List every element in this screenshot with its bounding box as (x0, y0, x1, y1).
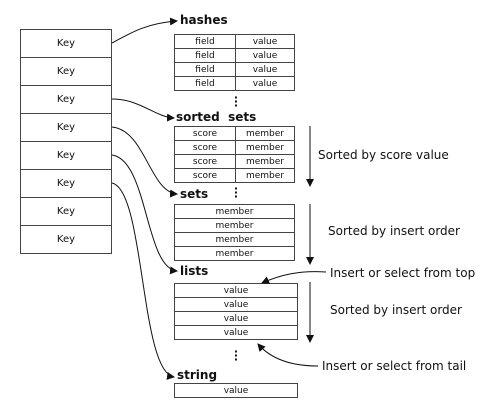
key-cell: Key (20, 85, 112, 114)
list-value-cell: value (174, 311, 298, 326)
insert-tail-arrow (257, 343, 319, 367)
key-cell: Key (20, 141, 112, 170)
hash-value-cell: value (235, 34, 295, 49)
set-member-cell: member (174, 232, 295, 247)
hash-field-cell: field (174, 76, 236, 91)
set-member-cell: member (174, 218, 295, 233)
list-value-cell: value (174, 297, 298, 312)
key-to-lists-arrow (111, 154, 178, 275)
key-cell: Key (20, 225, 112, 254)
hashes-title: hashes (180, 13, 228, 27)
key-to-sets-arrow (111, 126, 178, 198)
insert-top-note: Insert or select from top (330, 266, 476, 280)
set-member-cell: member (174, 204, 295, 219)
member-cell: member (235, 168, 295, 183)
hash-field-cell: field (174, 48, 236, 63)
key-to-sorted-sets-arrow (111, 98, 175, 122)
key-cell: Key (20, 29, 112, 58)
key-cell: Key (20, 197, 112, 226)
set-member-cell: member (174, 246, 295, 261)
string-value-cell: value (174, 383, 298, 398)
key-cell: Key (20, 169, 112, 198)
sorted-sets-title: sorted sets (176, 110, 257, 124)
string-title: string (177, 368, 218, 382)
key-cell: Key (20, 113, 112, 142)
score-cell: score (174, 126, 236, 141)
sorted-by-score-note: Sorted by score value (318, 148, 449, 162)
hash-value-cell: value (235, 62, 295, 77)
continuation-dots: ··· (233, 182, 239, 203)
member-cell: member (235, 126, 295, 141)
score-cell: score (174, 154, 236, 169)
list-value-cell: value (174, 325, 298, 340)
sets-title: sets (180, 187, 209, 201)
lists-title: lists (180, 264, 209, 278)
member-cell: member (235, 154, 295, 169)
continuation-dots: ··· (233, 91, 239, 112)
score-cell: score (174, 168, 236, 183)
hash-field-cell: field (174, 34, 236, 49)
hash-field-cell: field (174, 62, 236, 77)
lists-order-note: Sorted by insert order (330, 303, 462, 317)
member-cell: member (235, 140, 295, 155)
insert-top-arrow (261, 271, 327, 284)
sets-order-note: Sorted by insert order (328, 224, 460, 238)
key-to-string-arrow (111, 182, 175, 380)
key-cell: Key (20, 57, 112, 86)
score-cell: score (174, 140, 236, 155)
insert-tail-note: Insert or select from tail (322, 359, 467, 373)
hash-value-cell: value (235, 48, 295, 63)
list-value-cell: value (174, 283, 298, 298)
continuation-dots: ··· (233, 345, 239, 366)
hash-value-cell: value (235, 76, 295, 91)
key-to-hashes-arrow (111, 17, 178, 44)
